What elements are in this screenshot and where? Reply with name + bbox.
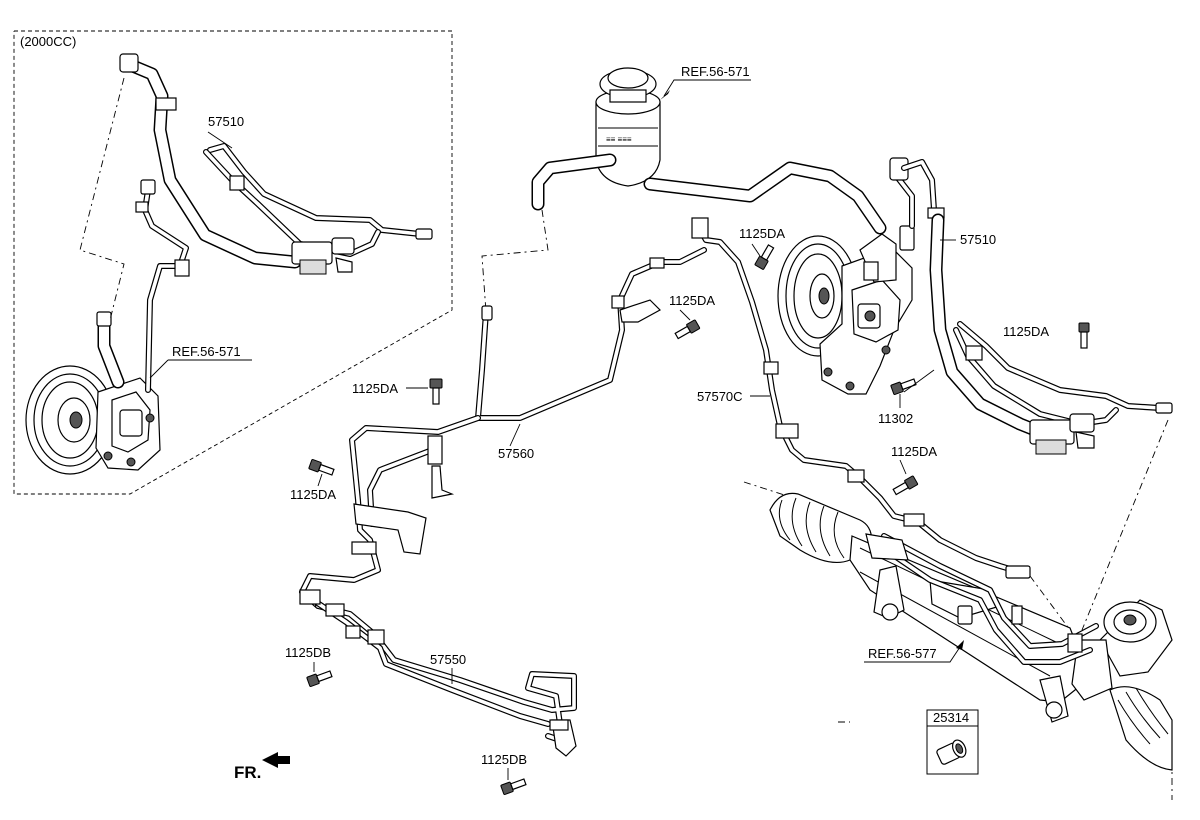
bolt-1125DA-upper [754, 244, 775, 270]
reservoir-assembly: ≡≡ ≡≡≡ REF.56-571 [595, 64, 751, 187]
bolt-1125DB-left-label: 1125DB [285, 645, 331, 660]
bolt-1125DB-left [306, 670, 333, 687]
tube-57560-label: 57560 [498, 446, 534, 461]
svg-text:≡≡ ≡≡≡: ≡≡ ≡≡≡ [606, 135, 632, 144]
part-25314-callout: 25314 [926, 709, 979, 775]
bolt-1125DA-right [1078, 322, 1090, 349]
bolt-1125DA-mid-label: 1125DA [669, 293, 715, 308]
bolt-1125DA-left-lower [308, 459, 335, 476]
bolt-1125DB-bottom-label: 1125DB [481, 752, 527, 767]
bolt-1125DA-left-upper-label: 1125DA [352, 381, 398, 396]
bolt-11302-label: 11302 [878, 411, 913, 426]
steering-gear-box [743, 481, 1173, 800]
front-arrow-icon [262, 752, 290, 768]
inset-ref-pump-label: REF.56-571 [172, 344, 241, 359]
bolt-1125DB-bottom [500, 778, 527, 795]
right-junction-block [1029, 413, 1095, 455]
ref-reservoir-label: REF.56-571 [681, 64, 750, 79]
bolt-1125DA-rack-label: 1125DA [891, 444, 937, 459]
bolt-1125DA-left-lower-label: 1125DA [290, 487, 336, 502]
inset-engine-variant-label: (2000CC) [20, 34, 76, 49]
bolt-1125DA-right-label: 1125DA [1003, 324, 1049, 339]
bolt-1125DA-mid [674, 319, 701, 340]
power-steering-pump [777, 225, 915, 395]
bolt-1125DA-rack [892, 475, 919, 496]
bolt-11302 [890, 378, 917, 395]
inset-power-steering-pump [25, 365, 161, 475]
tube-bracket [351, 435, 455, 555]
part-25314-label: 25314 [933, 710, 969, 725]
tube-57550-label: 57550 [430, 652, 466, 667]
front-direction-indicator: FR. [234, 752, 290, 782]
inset-2000cc: (2000CC) [13, 30, 453, 495]
front-indicator-label: FR. [234, 763, 261, 782]
inset-hose-57510-label: 57510 [208, 114, 244, 129]
tube-57570C-label: 57570C [697, 389, 743, 404]
ref-gear-box-label: REF.56-577 [868, 646, 937, 661]
bolt-1125DA-upper-label: 1125DA [739, 226, 785, 241]
grommet-icon [936, 739, 967, 765]
inset-junction-block [291, 237, 355, 275]
inset-border [13, 30, 453, 495]
hose-57510-label: 57510 [960, 232, 996, 247]
bolt-1125DA-left-upper [429, 378, 443, 405]
